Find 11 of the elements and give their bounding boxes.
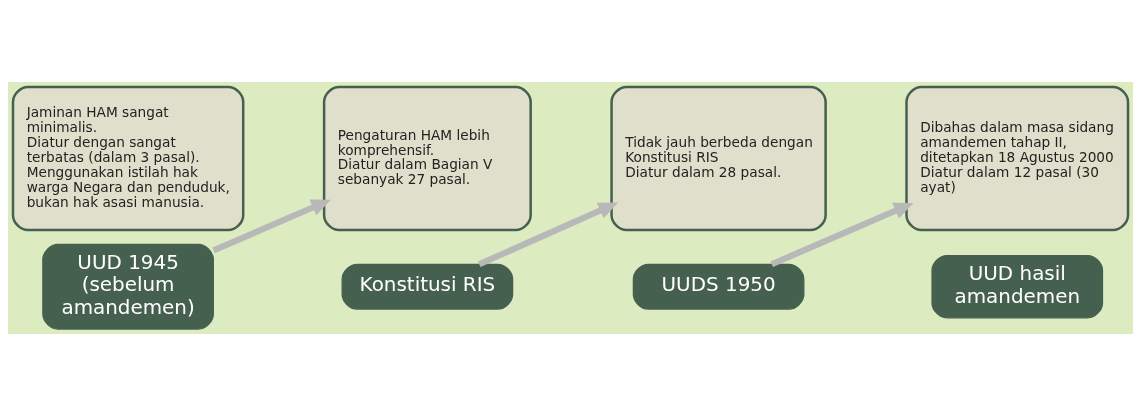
arrow — [770, 202, 914, 268]
node-box: Konstitusi RIS — [341, 263, 514, 310]
node-box: Tidak jauh berbeda dengan Konstitusi RIS Diatur dalam 28 pasal. — [610, 85, 827, 232]
node-box: UUDS 1950 — [632, 263, 805, 310]
node-box: Jaminan HAM sangat minimalis. Diatur dengan sangat terbatas (dalam 3 pasal). Menggunakan istilah hak warga Negara dan penduduk, bukan hak asasi manusia. — [11, 85, 245, 232]
arrow — [212, 199, 331, 254]
node-box: Pengaturan HAM lebih komprehensif. Diatur dalam Bagian V sebanyak 27 pasal. — [322, 85, 532, 232]
node-box: UUD hasil amandemen — [931, 255, 1104, 319]
node-box: UUD 1945 (sebelum amandemen) — [42, 243, 214, 330]
node-box: Dibahas dalam masa sidang amandemen tahap II, ditetapkan 18 Agustus 2000 Diatur dalam 12 pasal (30 ayat) — [905, 85, 1130, 232]
arrow — [478, 202, 619, 268]
